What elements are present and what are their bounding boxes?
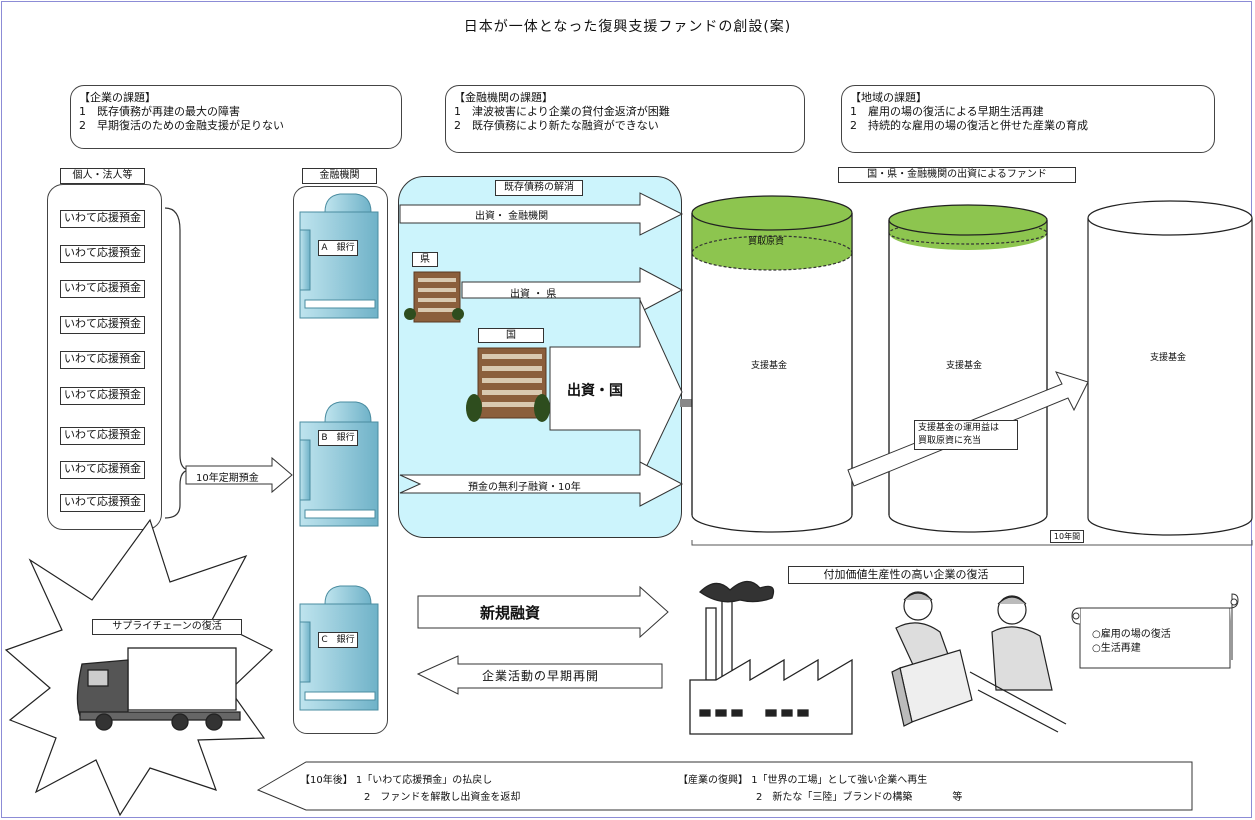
support-fund-label-1: 支援基金 (751, 361, 788, 371)
region-issue-2: 2 持続的な雇用の場の復活と併せた産業の育成 (850, 119, 1088, 132)
industry-revival-heading: 【産業の復興】 (678, 775, 748, 786)
bank-building-icon (299, 193, 379, 319)
period-label: 10年間 (1050, 530, 1084, 543)
investment-prefecture-arrow (461, 267, 684, 313)
bank-c-label: C 銀行 (318, 632, 358, 648)
interest-free-loan-label: 預金の無利子融資・10年 (468, 482, 581, 493)
support-fund-label-2: 支援基金 (946, 361, 983, 371)
depositor-item: いわて応援預金 (60, 245, 145, 263)
fund-note: 支援基金の運用益は 買取原資に充当 (914, 420, 1018, 450)
company-issue-2: 2 早期復活のための金融支援が足りない (79, 119, 284, 132)
after-ten-years-item-2: 2 ファンドを解散し出資金を返却 (364, 792, 521, 803)
company-issues-heading: 【企業の課題】 (79, 91, 156, 104)
after-ten-years-heading: 【10年後】 (300, 775, 353, 786)
bank-a-label: A 銀行 (318, 240, 358, 256)
scroll-line-1: ○雇用の場の復活 (1092, 629, 1171, 640)
depositor-item: いわて応援預金 (60, 351, 145, 369)
debt-resolution-heading: 既存債務の解消 (495, 180, 583, 196)
region-issue-1: 1 雇用の場の復活による早期生活再建 (850, 105, 1044, 118)
after-ten-years-text: 【10年後】 1「いわて応援預金」の払戻し 2 ファンドを解散し出資金を返却 (300, 772, 520, 806)
region-issues-box: 【地域の課題】 1 雇用の場の復活による早期生活再建 2 持続的な雇用の場の復活… (841, 85, 1215, 153)
truck-icon (76, 647, 241, 731)
fund-cylinder-3 (1087, 200, 1253, 536)
early-restart-label: 企業活動の早期再開 (482, 669, 600, 683)
banks-heading: 金融機関 (302, 168, 377, 184)
region-issues-heading: 【地域の課題】 (850, 91, 927, 104)
depositor-item: いわて応援預金 (60, 461, 145, 479)
period-bracket (691, 540, 1253, 546)
connector (680, 399, 694, 407)
depositor-item: いわて応援預金 (60, 427, 145, 445)
prefecture-label: 県 (412, 252, 438, 267)
depositor-item: いわて応援預金 (60, 494, 145, 512)
nation-label: 国 (478, 328, 544, 343)
finance-issues-box: 【金融機関の課題】 1 津波被害により企業の貸付金返済が困難 2 既存債務により… (445, 85, 805, 153)
bank-building-icon (299, 585, 379, 711)
ten-year-deposit-arrow (185, 456, 293, 494)
scroll-line-2: ○生活再建 (1092, 643, 1141, 654)
supply-chain-label: サプライチェーンの復活 (92, 619, 242, 635)
scroll-icon (1071, 593, 1239, 669)
investment-prefecture-label: 出資 ・ 県 (510, 289, 557, 300)
company-issue-1: 1 既存債務が再建の最大の障害 (79, 105, 240, 118)
industry-revival-text: 【産業の復興】 1「世界の工場」として強い企業へ再生 2 新たな「三陸」ブランド… (678, 772, 962, 806)
nation-building-icon (466, 347, 550, 422)
new-loan-label: 新規融資 (480, 604, 541, 622)
workers-illustration-icon (891, 591, 1067, 733)
finance-issue-2: 2 既存債務により新たな融資ができない (454, 119, 659, 132)
depositor-item: いわて応援預金 (60, 316, 145, 334)
investment-nation-label: 出資・国 (567, 383, 623, 399)
finance-issues-heading: 【金融機関の課題】 (454, 91, 553, 104)
investment-nation-arrow (549, 299, 683, 481)
industry-revival-item-1: 1「世界の工場」として強い企業へ再生 (751, 775, 928, 786)
fund-cylinder-1 (691, 195, 853, 533)
early-restart-arrow (416, 655, 663, 695)
after-ten-years-item-1: 1「いわて応援預金」の払戻し (355, 775, 493, 786)
scroll-text: ○雇用の場の復活 ○生活再建 (1092, 628, 1171, 656)
revival-heading: 付加価値生産性の高い企業の復活 (788, 566, 1024, 584)
factory-icon (689, 580, 853, 735)
ten-year-deposit-label: 10年定期預金 (196, 473, 259, 484)
depositor-item: いわて応援預金 (60, 210, 145, 228)
finance-issue-1: 1 津波被害により企業の貸付金返済が困難 (454, 105, 670, 118)
fund-note-line-1: 支援基金の運用益は (918, 423, 1000, 433)
etc-label: 等 (952, 792, 963, 803)
bank-b-label: B 銀行 (318, 430, 358, 446)
interest-free-loan-arrow (399, 461, 684, 507)
fund-note-line-2: 買取原資に充当 (918, 436, 982, 446)
fund-heading: 国・県・金融機関の出資によるファンド (838, 167, 1076, 183)
page-title: 日本が一体となった復興支援ファンドの創設(案) (463, 19, 792, 35)
ten-years-later-banner (256, 761, 1193, 811)
investment-finance-label: 出資・ 金融機関 (475, 211, 549, 222)
bank-building-icon (299, 401, 379, 527)
prefecture-building-icon (404, 271, 464, 323)
new-loan-arrow (417, 585, 669, 639)
support-fund-label-3: 支援基金 (1150, 353, 1187, 363)
buy-capital-label: 買取原資 (748, 237, 785, 247)
depositor-item: いわて応援預金 (60, 280, 145, 298)
depositors-heading: 個人・法人等 (60, 168, 145, 184)
company-issues-box: 【企業の課題】 1 既存債務が再建の最大の障害 2 早期復活のための金融支援が足… (70, 85, 402, 149)
investment-finance-arrow (399, 192, 684, 236)
industry-revival-item-2: 2 新たな「三陸」ブランドの構築 (756, 792, 913, 803)
depositor-item: いわて応援預金 (60, 387, 145, 405)
